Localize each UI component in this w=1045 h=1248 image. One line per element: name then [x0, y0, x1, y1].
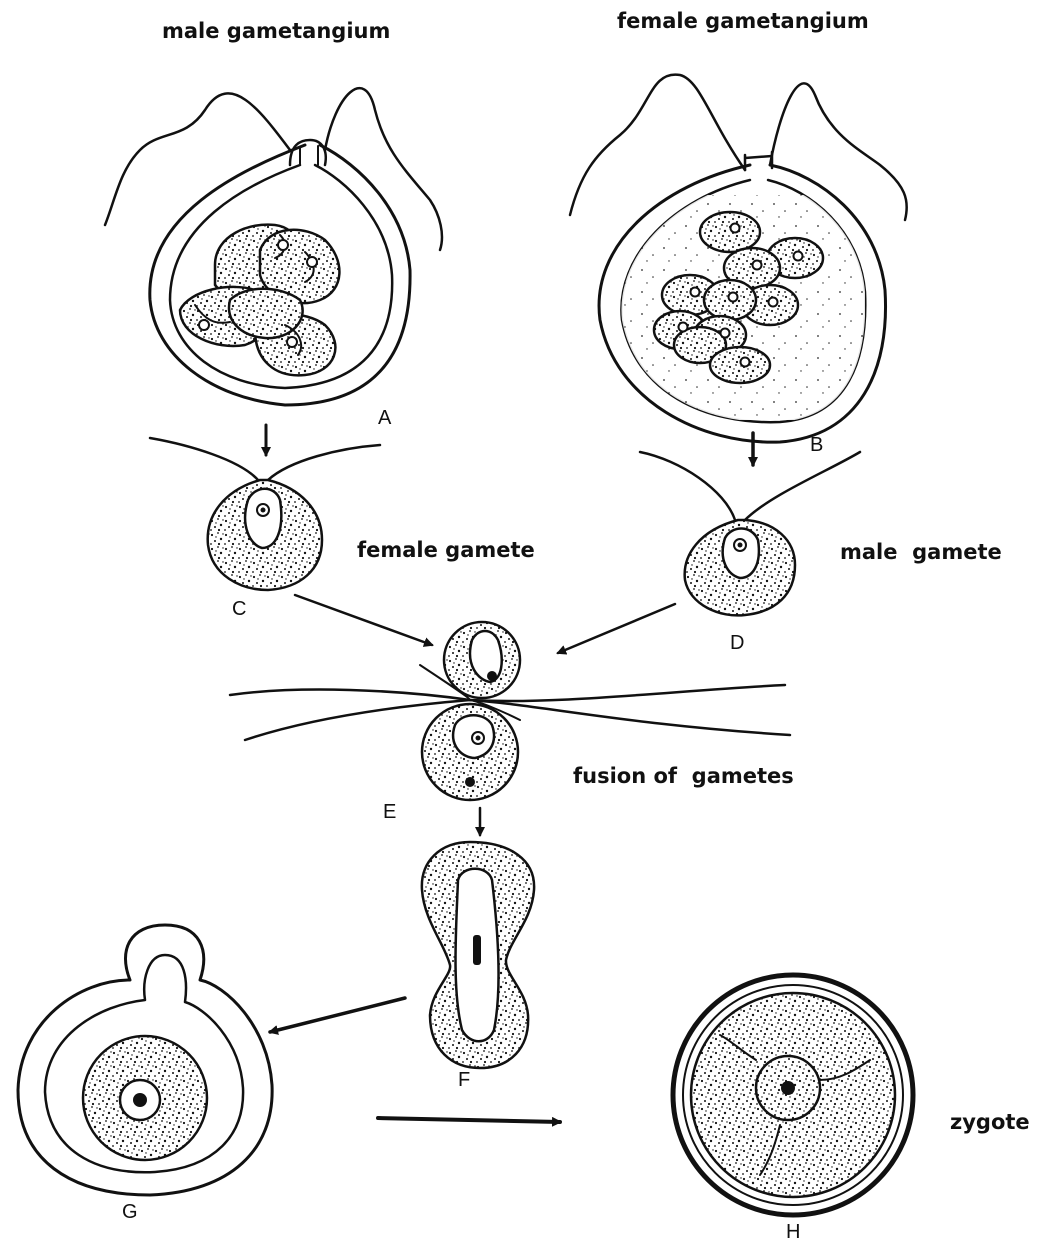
fusion-of-gametes-label: fusion of gametes	[573, 764, 794, 788]
letter-f: F	[458, 1069, 470, 1091]
germinating-zygote-drawing	[18, 925, 272, 1195]
female-gamete-drawing	[150, 438, 380, 590]
letter-c: C	[232, 598, 246, 620]
zygote-label: zygote	[950, 1110, 1030, 1134]
female-gametangium-drawing	[570, 75, 907, 443]
letter-h: H	[786, 1221, 800, 1243]
zygote-drawing	[673, 975, 913, 1215]
letter-g: G	[122, 1201, 138, 1223]
male-gametangium-label: male gametangium	[162, 19, 390, 43]
letter-a: A	[378, 407, 392, 429]
female-gametangium-label: female gametangium	[617, 9, 869, 33]
male-gamete-drawing	[640, 452, 860, 615]
fused-zygote-drawing	[422, 842, 534, 1068]
letter-d: D	[730, 632, 744, 654]
male-gametangium-drawing	[105, 88, 442, 405]
letter-b: B	[810, 434, 823, 456]
letter-e: E	[383, 801, 396, 823]
female-gamete-label: female gamete	[357, 538, 535, 562]
male-gamete-label: male gamete	[840, 540, 1002, 564]
